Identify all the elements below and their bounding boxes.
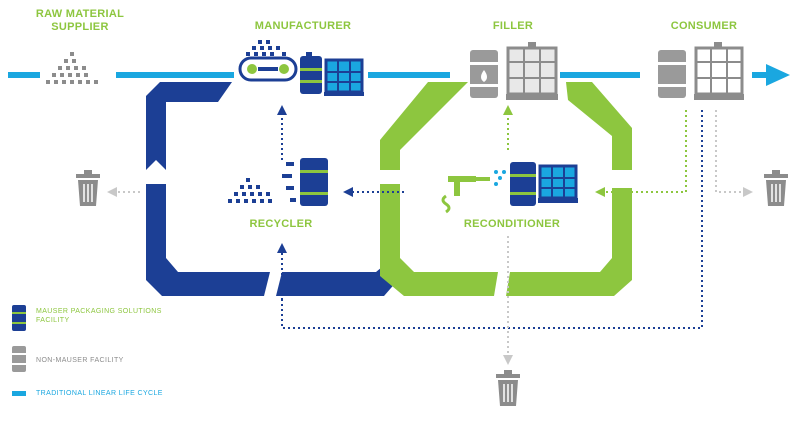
navy-flow-arrows [277,105,703,329]
linear-lifecycle-line [8,64,790,86]
pellet-pile-icon [228,178,272,203]
raw-material-supplier-label: RAW MATERIAL SUPPLIER [35,8,125,33]
reconditioner-label: RECONDITIONER [463,218,561,230]
ibc-tote-icon [694,42,744,100]
recycling-loop [146,82,398,296]
legend-mauser-label: MAUSER PACKAGING SOLUTIONS FACILITY [36,308,162,324]
ibc-tote-icon [324,58,364,96]
conveyor-icon [238,40,298,82]
ibc-tote-icon [506,42,558,100]
trash-can-icon [496,370,520,406]
pressure-washer-icon [441,170,506,214]
drum-icon [300,52,322,94]
waste-flow-arrows [107,110,753,365]
filler-label: FILLER [492,20,534,32]
drum-icon [510,162,536,206]
legend-linear-label: TRADITIONAL LINEAR LIFE CYCLE [36,390,163,397]
manufacturer-label: MANUFACTURER [254,20,352,32]
legend-non-mauser-label: NON-MAUSER FACILITY [36,357,124,364]
arrow-right-icon [766,64,790,86]
reconditioning-loop [380,82,632,296]
green-flow-arrows [503,105,687,197]
legend-non-mauser-icon [12,346,26,372]
recycler-label: RECYCLER [249,218,313,230]
shredded-drum-icon [282,158,328,206]
drum-icon [470,50,498,98]
legend-linear-icon [12,391,26,396]
consumer-label: CONSUMER [670,20,738,32]
pellet-pile-icon [46,52,98,84]
ibc-tote-icon [538,164,578,203]
trash-can-icon [764,170,788,206]
drum-icon [658,50,686,98]
legend-mauser-icon [12,305,26,331]
trash-can-icon [76,170,100,206]
